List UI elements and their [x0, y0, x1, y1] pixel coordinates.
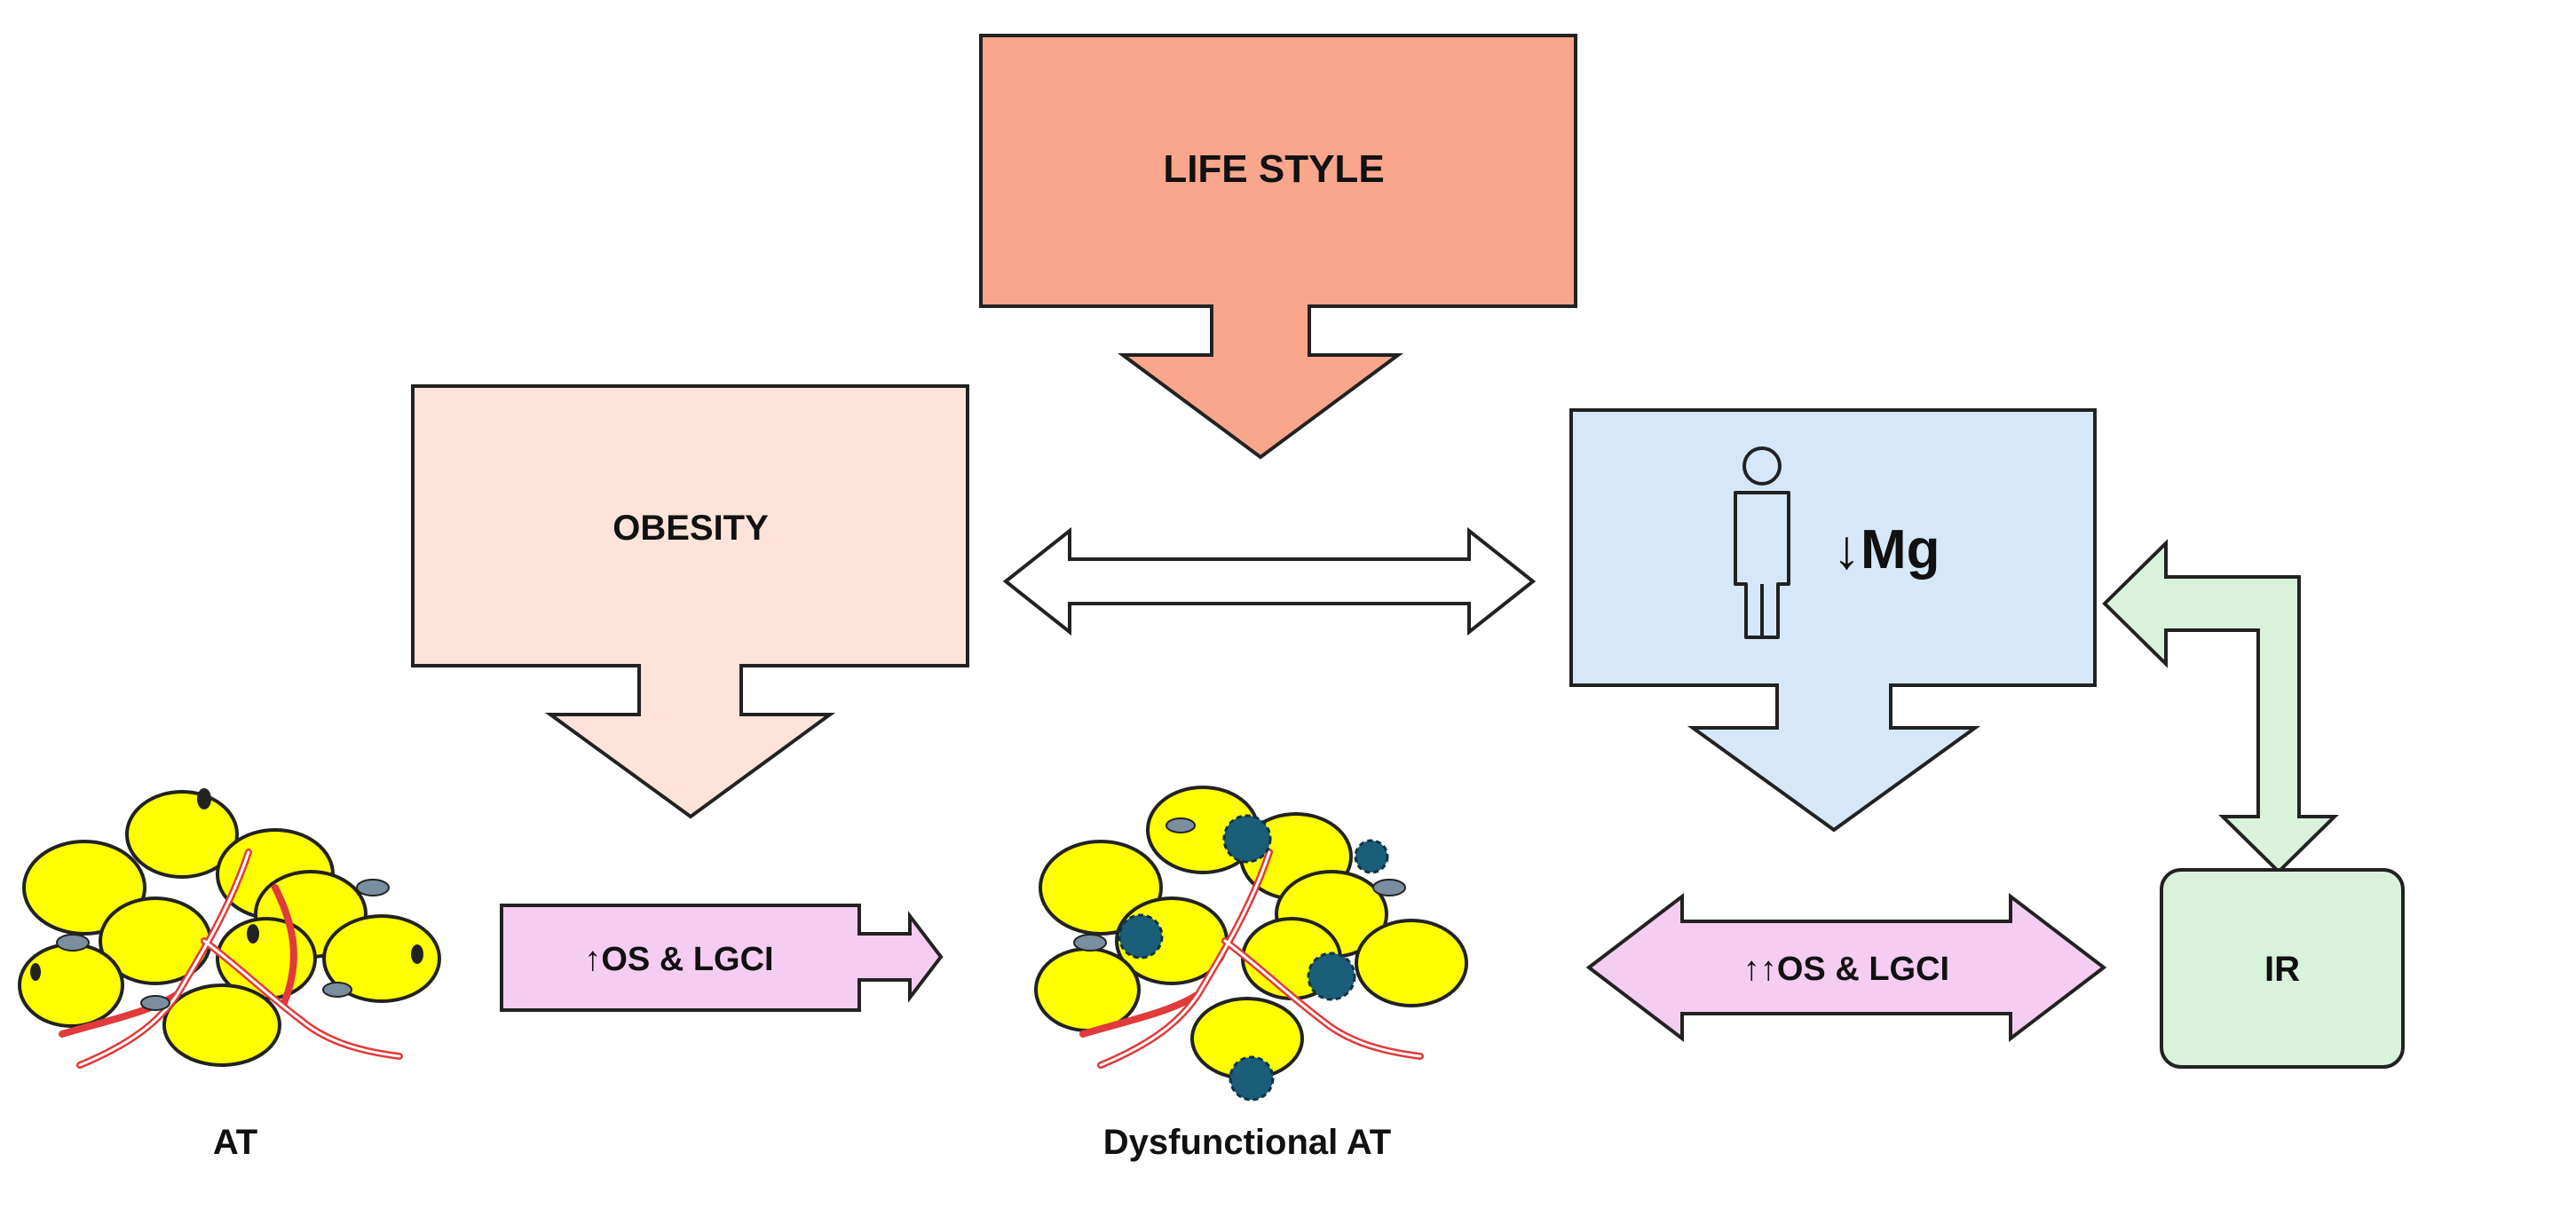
- obesity-label: OBESITY: [612, 509, 769, 548]
- lifestyle-callout-shape: [979, 34, 1577, 460]
- lifestyle-label: LIFE STYLE: [1163, 147, 1384, 191]
- adipose-tissue-icon: [18, 788, 441, 1069]
- obesity-node: OBESITY: [411, 384, 969, 819]
- ir-feedback-arrow: [2102, 539, 2339, 874]
- mg-node: ↓Mg: [1569, 408, 2097, 833]
- person-icon: [1734, 446, 1790, 639]
- os-lgci-arrow-2: ↑↑OS & LGCI: [1585, 892, 2107, 1043]
- os-lgci-label-1: ↑OS & LGCI: [584, 941, 773, 978]
- at-label: AT: [213, 1123, 257, 1162]
- os-lgci-label-2: ↑↑OS & LGCI: [1743, 951, 1949, 988]
- bidirectional-arrow: [1002, 526, 1537, 636]
- dysfunctional-adipose-tissue-icon: [1034, 786, 1468, 1102]
- ir-box: [2160, 868, 2405, 1069]
- os-lgci-arrow-1: ↑OS & LGCI: [500, 904, 944, 1012]
- ir-node: IR: [2160, 868, 2405, 1069]
- os-lgci-arrow-2-shape: [1585, 892, 2107, 1043]
- dysfunctional-at-label: Dysfunctional AT: [1103, 1123, 1391, 1162]
- mg-callout-shape: [1569, 408, 2097, 833]
- lifestyle-node: LIFE STYLE: [979, 34, 1577, 460]
- ir-label: IR: [2264, 950, 2300, 989]
- obesity-callout-shape: [411, 384, 969, 819]
- mg-label: ↓Mg: [1833, 519, 1940, 580]
- os-lgci-arrow-1-shape: [500, 904, 944, 1012]
